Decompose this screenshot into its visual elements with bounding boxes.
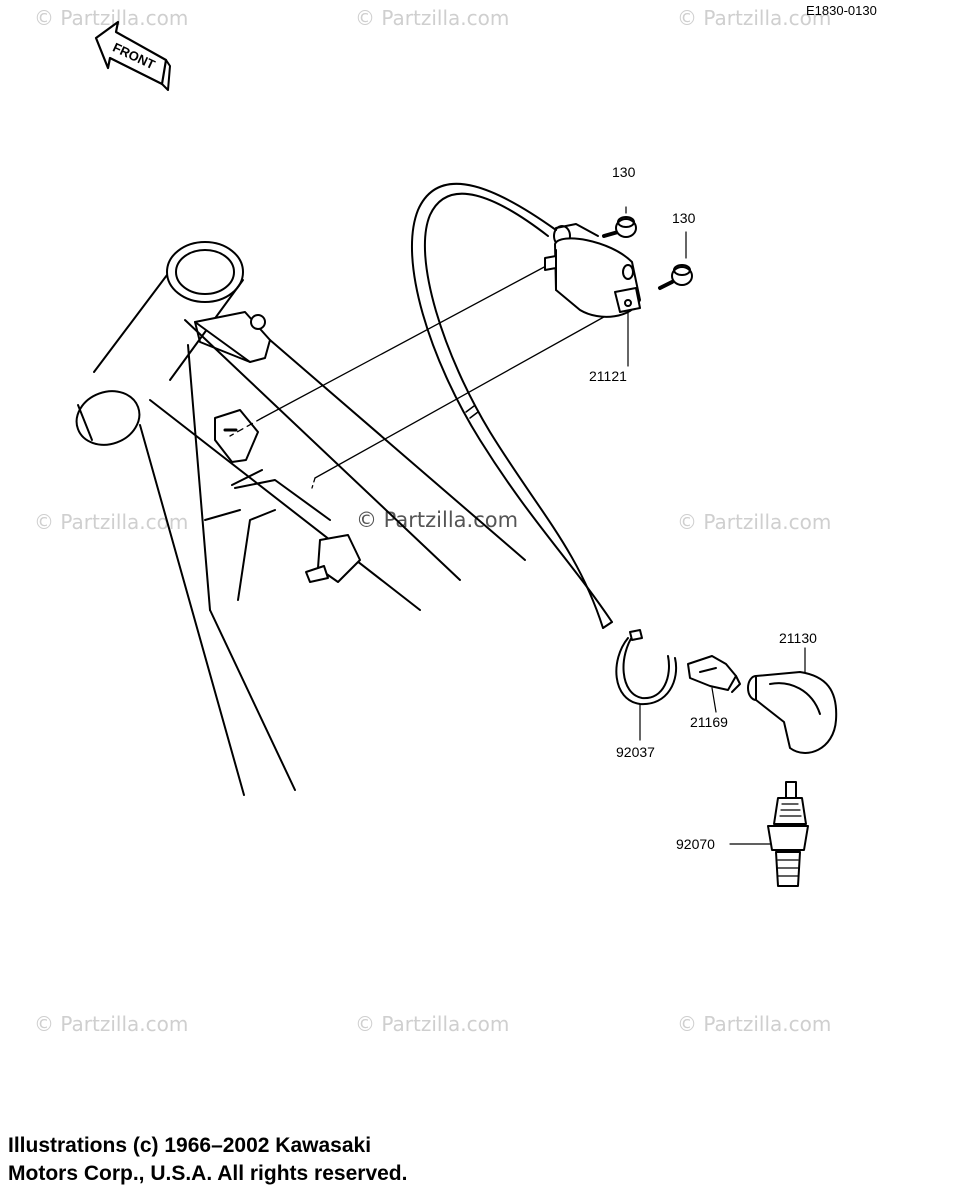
diagram-code: E1830-0130 — [806, 3, 877, 18]
part-label-ignition-coil: 21121 — [589, 368, 627, 384]
watermark: © Partzilla.com — [677, 1012, 832, 1036]
credit-line-2: Motors Corp., U.S.A. All rights reserved… — [8, 1162, 408, 1185]
part-label-spark-plug-cap: 21130 — [779, 630, 817, 646]
part-label-clamp: 92037 — [616, 744, 655, 760]
watermark: © Partzilla.com — [677, 510, 832, 534]
credit-line-1: Illustrations (c) 1966–2002 Kawasaki — [8, 1134, 372, 1157]
front-arrow-icon: FRONT — [94, 20, 171, 91]
terminal-icon — [687, 655, 741, 713]
part-label-spark-plug: 92070 — [676, 836, 715, 852]
high-tension-cable — [411, 182, 613, 629]
bolt-icon — [658, 231, 693, 290]
watermark: © Partzilla.com — [34, 510, 189, 534]
bolt-icon — [602, 206, 637, 238]
part-label-terminal: 21169 — [690, 714, 728, 730]
part-label-bolt: 130 — [672, 210, 696, 226]
frame-down-tube — [139, 344, 296, 796]
mount-lines — [229, 264, 621, 489]
frame-gusset — [194, 311, 361, 583]
spark-plug-cap-icon — [747, 647, 838, 754]
watermark: © Partzilla.com — [677, 6, 832, 30]
ignition-coil-icon — [544, 223, 641, 318]
part-label-bolt: 130 — [612, 164, 636, 180]
frame-head-tube — [75, 241, 244, 446]
watermark: © Partzilla.com — [355, 6, 510, 30]
watermark-center: © Partzilla.com — [356, 508, 519, 532]
spark-plug-icon — [729, 781, 809, 887]
clamp-icon — [615, 629, 678, 741]
watermark: © Partzilla.com — [355, 1012, 510, 1036]
watermark: © Partzilla.com — [34, 1012, 189, 1036]
